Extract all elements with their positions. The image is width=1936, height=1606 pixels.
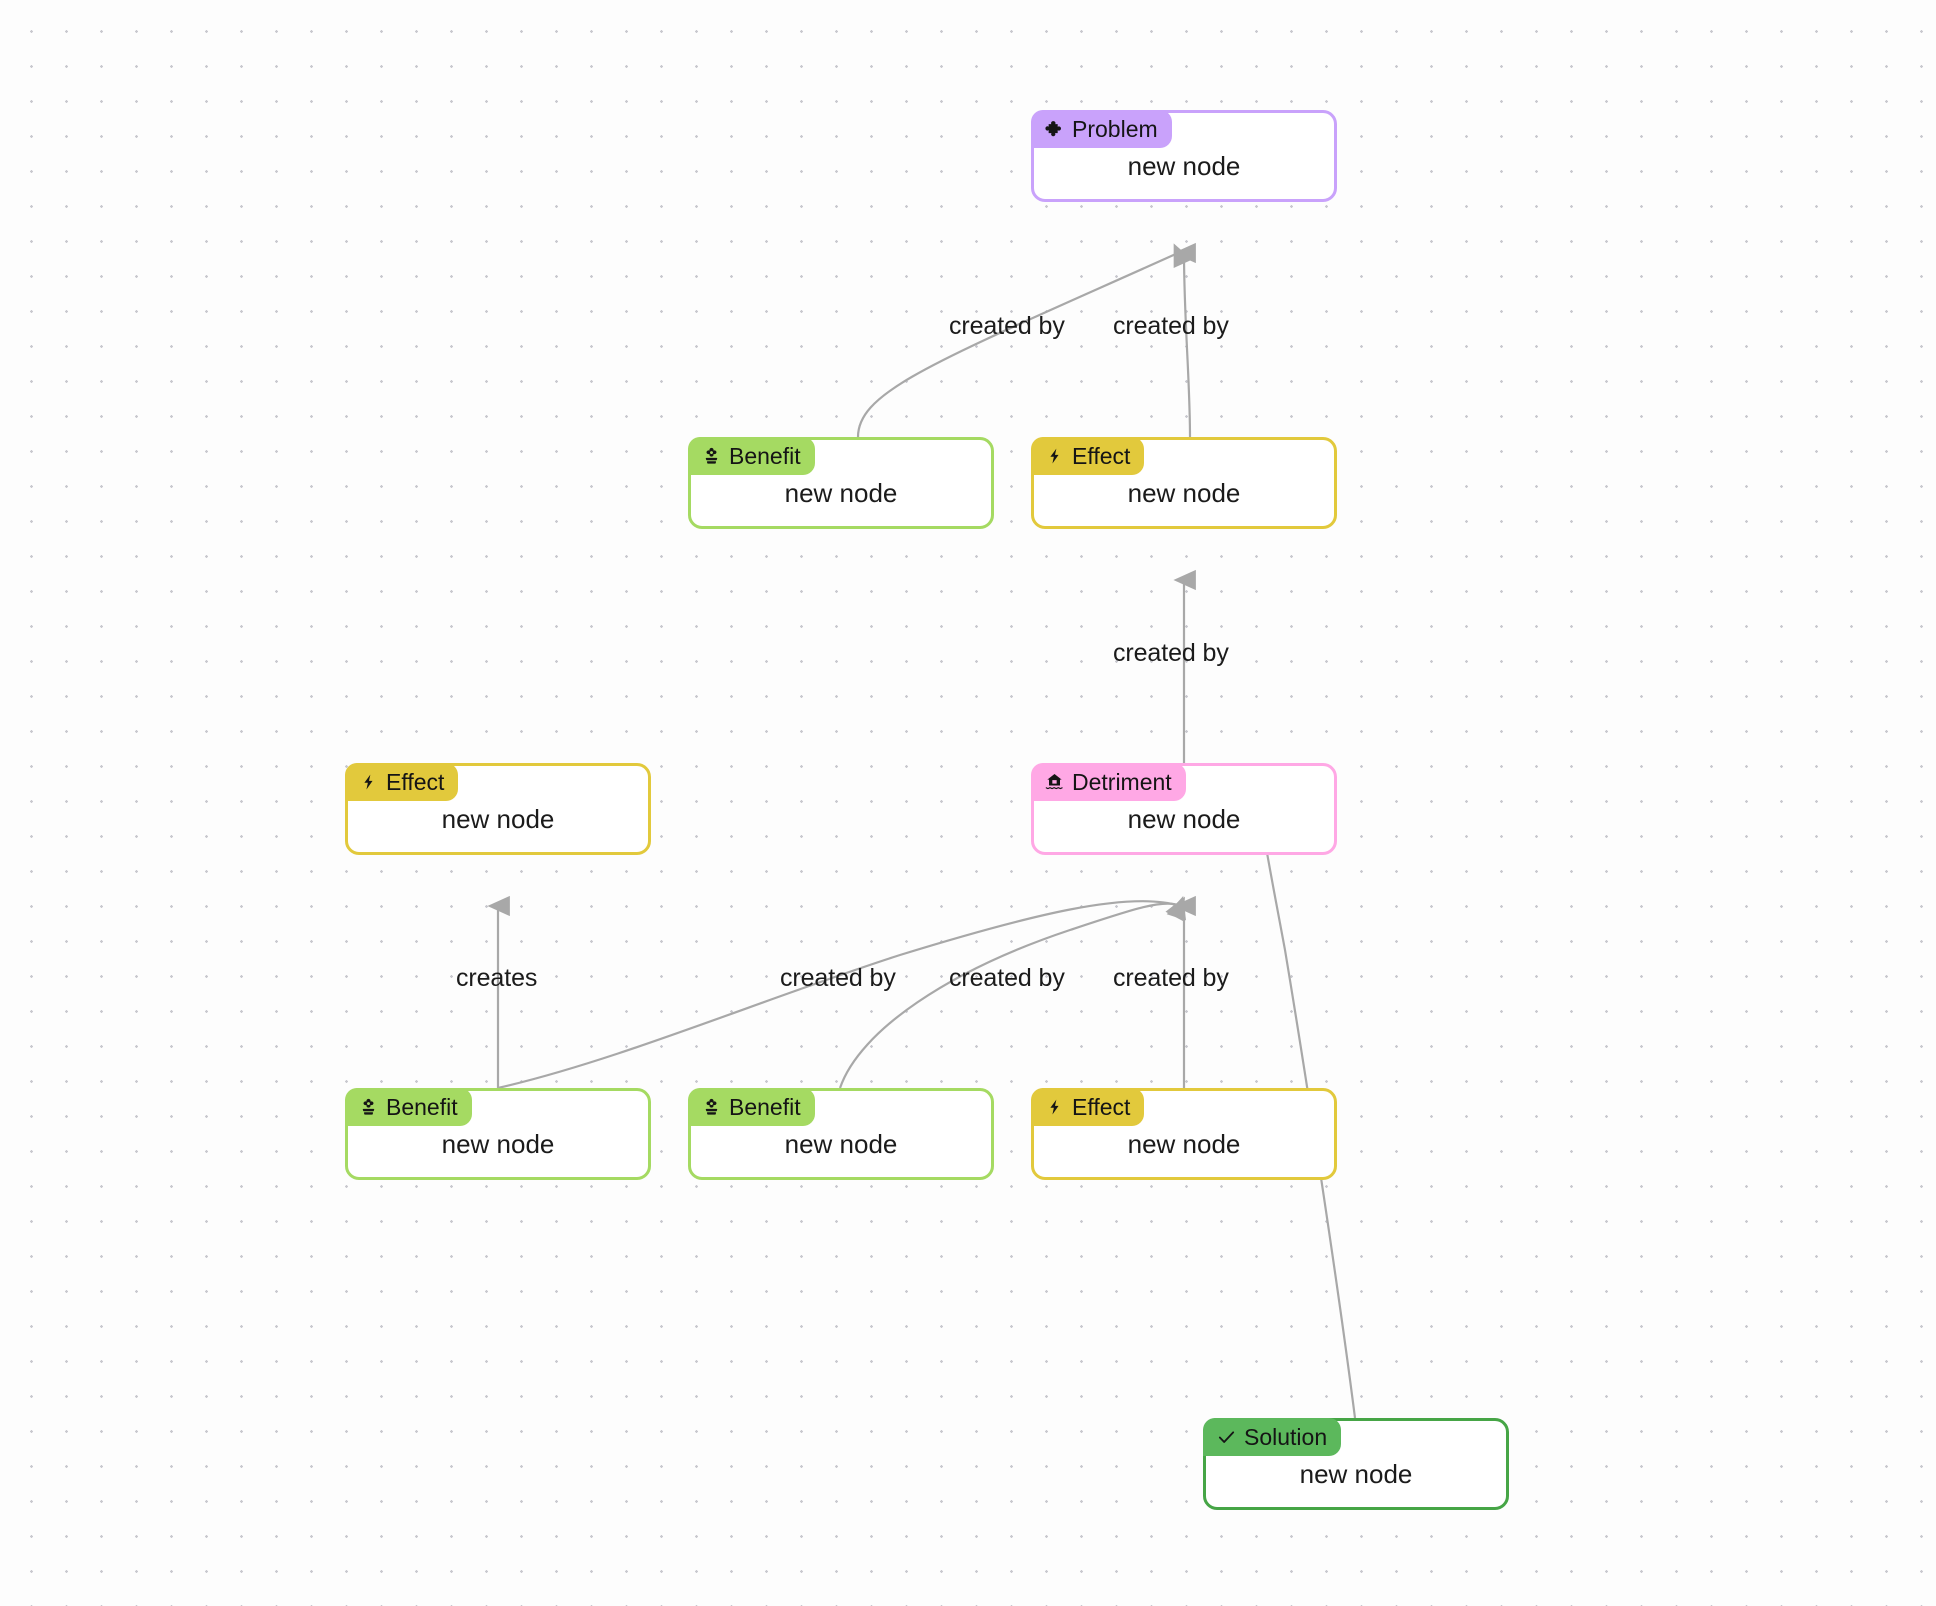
node-tag-label: Detriment [1072, 768, 1172, 795]
flower-icon [357, 1096, 379, 1118]
edge-benefit-mid-to-detriment [838, 896, 1185, 1089]
edge-benefit-to-problem [856, 243, 1193, 438]
flower-icon [700, 445, 722, 467]
node-benefit[interactable]: Benefit new node [345, 1088, 651, 1180]
node-tag-benefit: Benefit [345, 1088, 472, 1126]
edge-label-created-by: created by [1113, 964, 1229, 992]
edge-benefit-left-to-detriment [497, 895, 1187, 1090]
house-flood-icon [1043, 771, 1065, 793]
node-title: new node [1127, 1128, 1241, 1159]
node-tag-label: Solution [1244, 1423, 1328, 1450]
node-tag-label: Problem [1072, 115, 1158, 142]
node-tag-label: Effect [1072, 442, 1131, 469]
edge-label-created-by: created by [949, 964, 1065, 992]
node-tag-label: Benefit [729, 1093, 801, 1120]
lightning-bolt-icon [1043, 1096, 1065, 1118]
node-benefit[interactable]: Benefit new node [688, 1088, 994, 1180]
node-tag-benefit: Benefit [688, 1088, 815, 1126]
node-title: new node [441, 1128, 555, 1159]
edge-effect-to-problem [1173, 242, 1196, 438]
puzzle-piece-icon [1043, 118, 1065, 140]
node-tag-benefit: Benefit [688, 437, 815, 475]
node-tag-label: Effect [1072, 1093, 1131, 1120]
node-effect[interactable]: Effect new node [1031, 1088, 1337, 1180]
node-tag-problem: Problem [1031, 110, 1172, 148]
edge-label-created-by: created by [1113, 312, 1229, 340]
edge-label-creates: creates [456, 964, 538, 992]
edge-label-created-by: created by [1113, 639, 1229, 667]
check-icon [1215, 1426, 1237, 1448]
node-detriment[interactable]: Detriment new node [1031, 763, 1337, 855]
node-title: new node [1127, 803, 1241, 834]
node-title: new node [441, 803, 555, 834]
node-tag-effect: Effect [1031, 437, 1145, 475]
node-effect[interactable]: Effect new node [345, 763, 651, 855]
node-tag-detriment: Detriment [1031, 763, 1186, 801]
node-problem[interactable]: Problem new node [1031, 110, 1337, 202]
node-tag-effect: Effect [1031, 1088, 1145, 1126]
edge-label-created-by: created by [949, 312, 1065, 340]
node-tag-label: Benefit [386, 1093, 458, 1120]
node-tag-solution: Solution [1203, 1418, 1342, 1456]
node-tag-effect: Effect [345, 763, 459, 801]
node-title: new node [1299, 1458, 1413, 1489]
node-title: new node [784, 477, 898, 508]
lightning-bolt-icon [1043, 445, 1065, 467]
edge-label-created-by: created by [780, 964, 896, 992]
flower-icon [700, 1096, 722, 1118]
node-title: new node [1127, 477, 1241, 508]
node-tag-label: Effect [386, 768, 445, 795]
node-solution[interactable]: Solution new node [1203, 1418, 1509, 1510]
node-tag-label: Benefit [729, 442, 801, 469]
node-title: new node [1127, 150, 1241, 181]
node-title: new node [784, 1128, 898, 1159]
lightning-bolt-icon [357, 771, 379, 793]
node-effect[interactable]: Effect new node [1031, 437, 1337, 529]
node-benefit[interactable]: Benefit new node [688, 437, 994, 529]
